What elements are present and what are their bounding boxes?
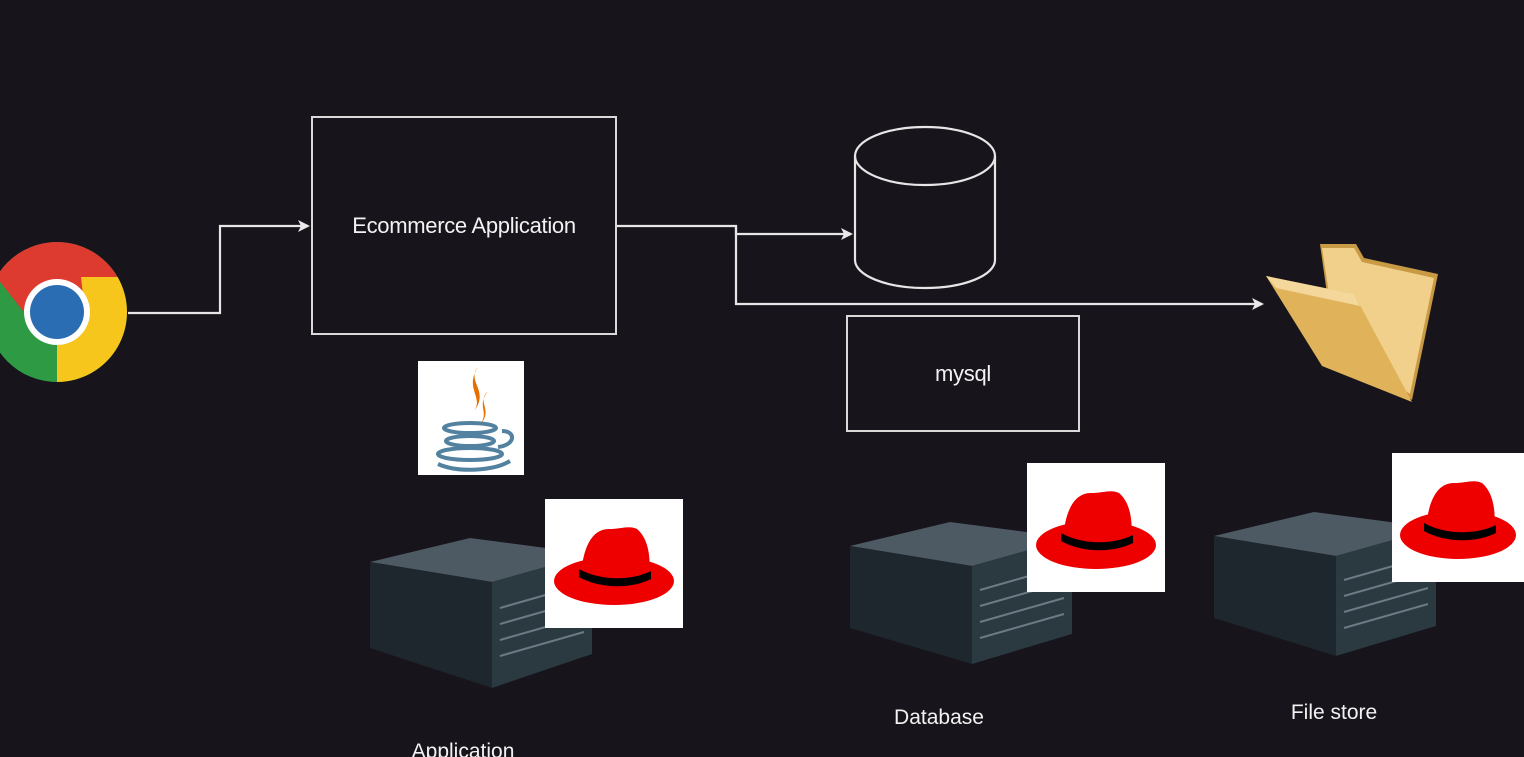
app-to-filestore-arrow (734, 226, 1264, 310)
java-icon (436, 367, 514, 472)
database-cylinder-icon (853, 125, 997, 290)
java-tile (418, 361, 524, 475)
chrome-icon (0, 242, 127, 382)
application-redhat-tile (545, 499, 683, 628)
ecommerce-application-box: Ecommerce Application (311, 116, 617, 335)
app-to-database-arrow (617, 224, 853, 240)
database-caption: Database (894, 706, 984, 729)
redhat-hat-icon (554, 527, 674, 605)
redhat-hat-icon (1036, 491, 1156, 569)
mysql-box: mysql (846, 315, 1080, 432)
database-redhat-tile (1027, 463, 1165, 592)
browser-to-app-arrow (128, 220, 310, 315)
file-store-redhat-tile (1392, 453, 1524, 582)
folder-icon (1266, 244, 1438, 402)
redhat-hat-icon (1400, 481, 1516, 559)
application-caption: Application (411, 740, 515, 757)
file-store-caption: File store (1290, 701, 1378, 724)
ecommerce-application-label: Ecommerce Application (352, 212, 576, 238)
mysql-label: mysql (935, 360, 991, 386)
